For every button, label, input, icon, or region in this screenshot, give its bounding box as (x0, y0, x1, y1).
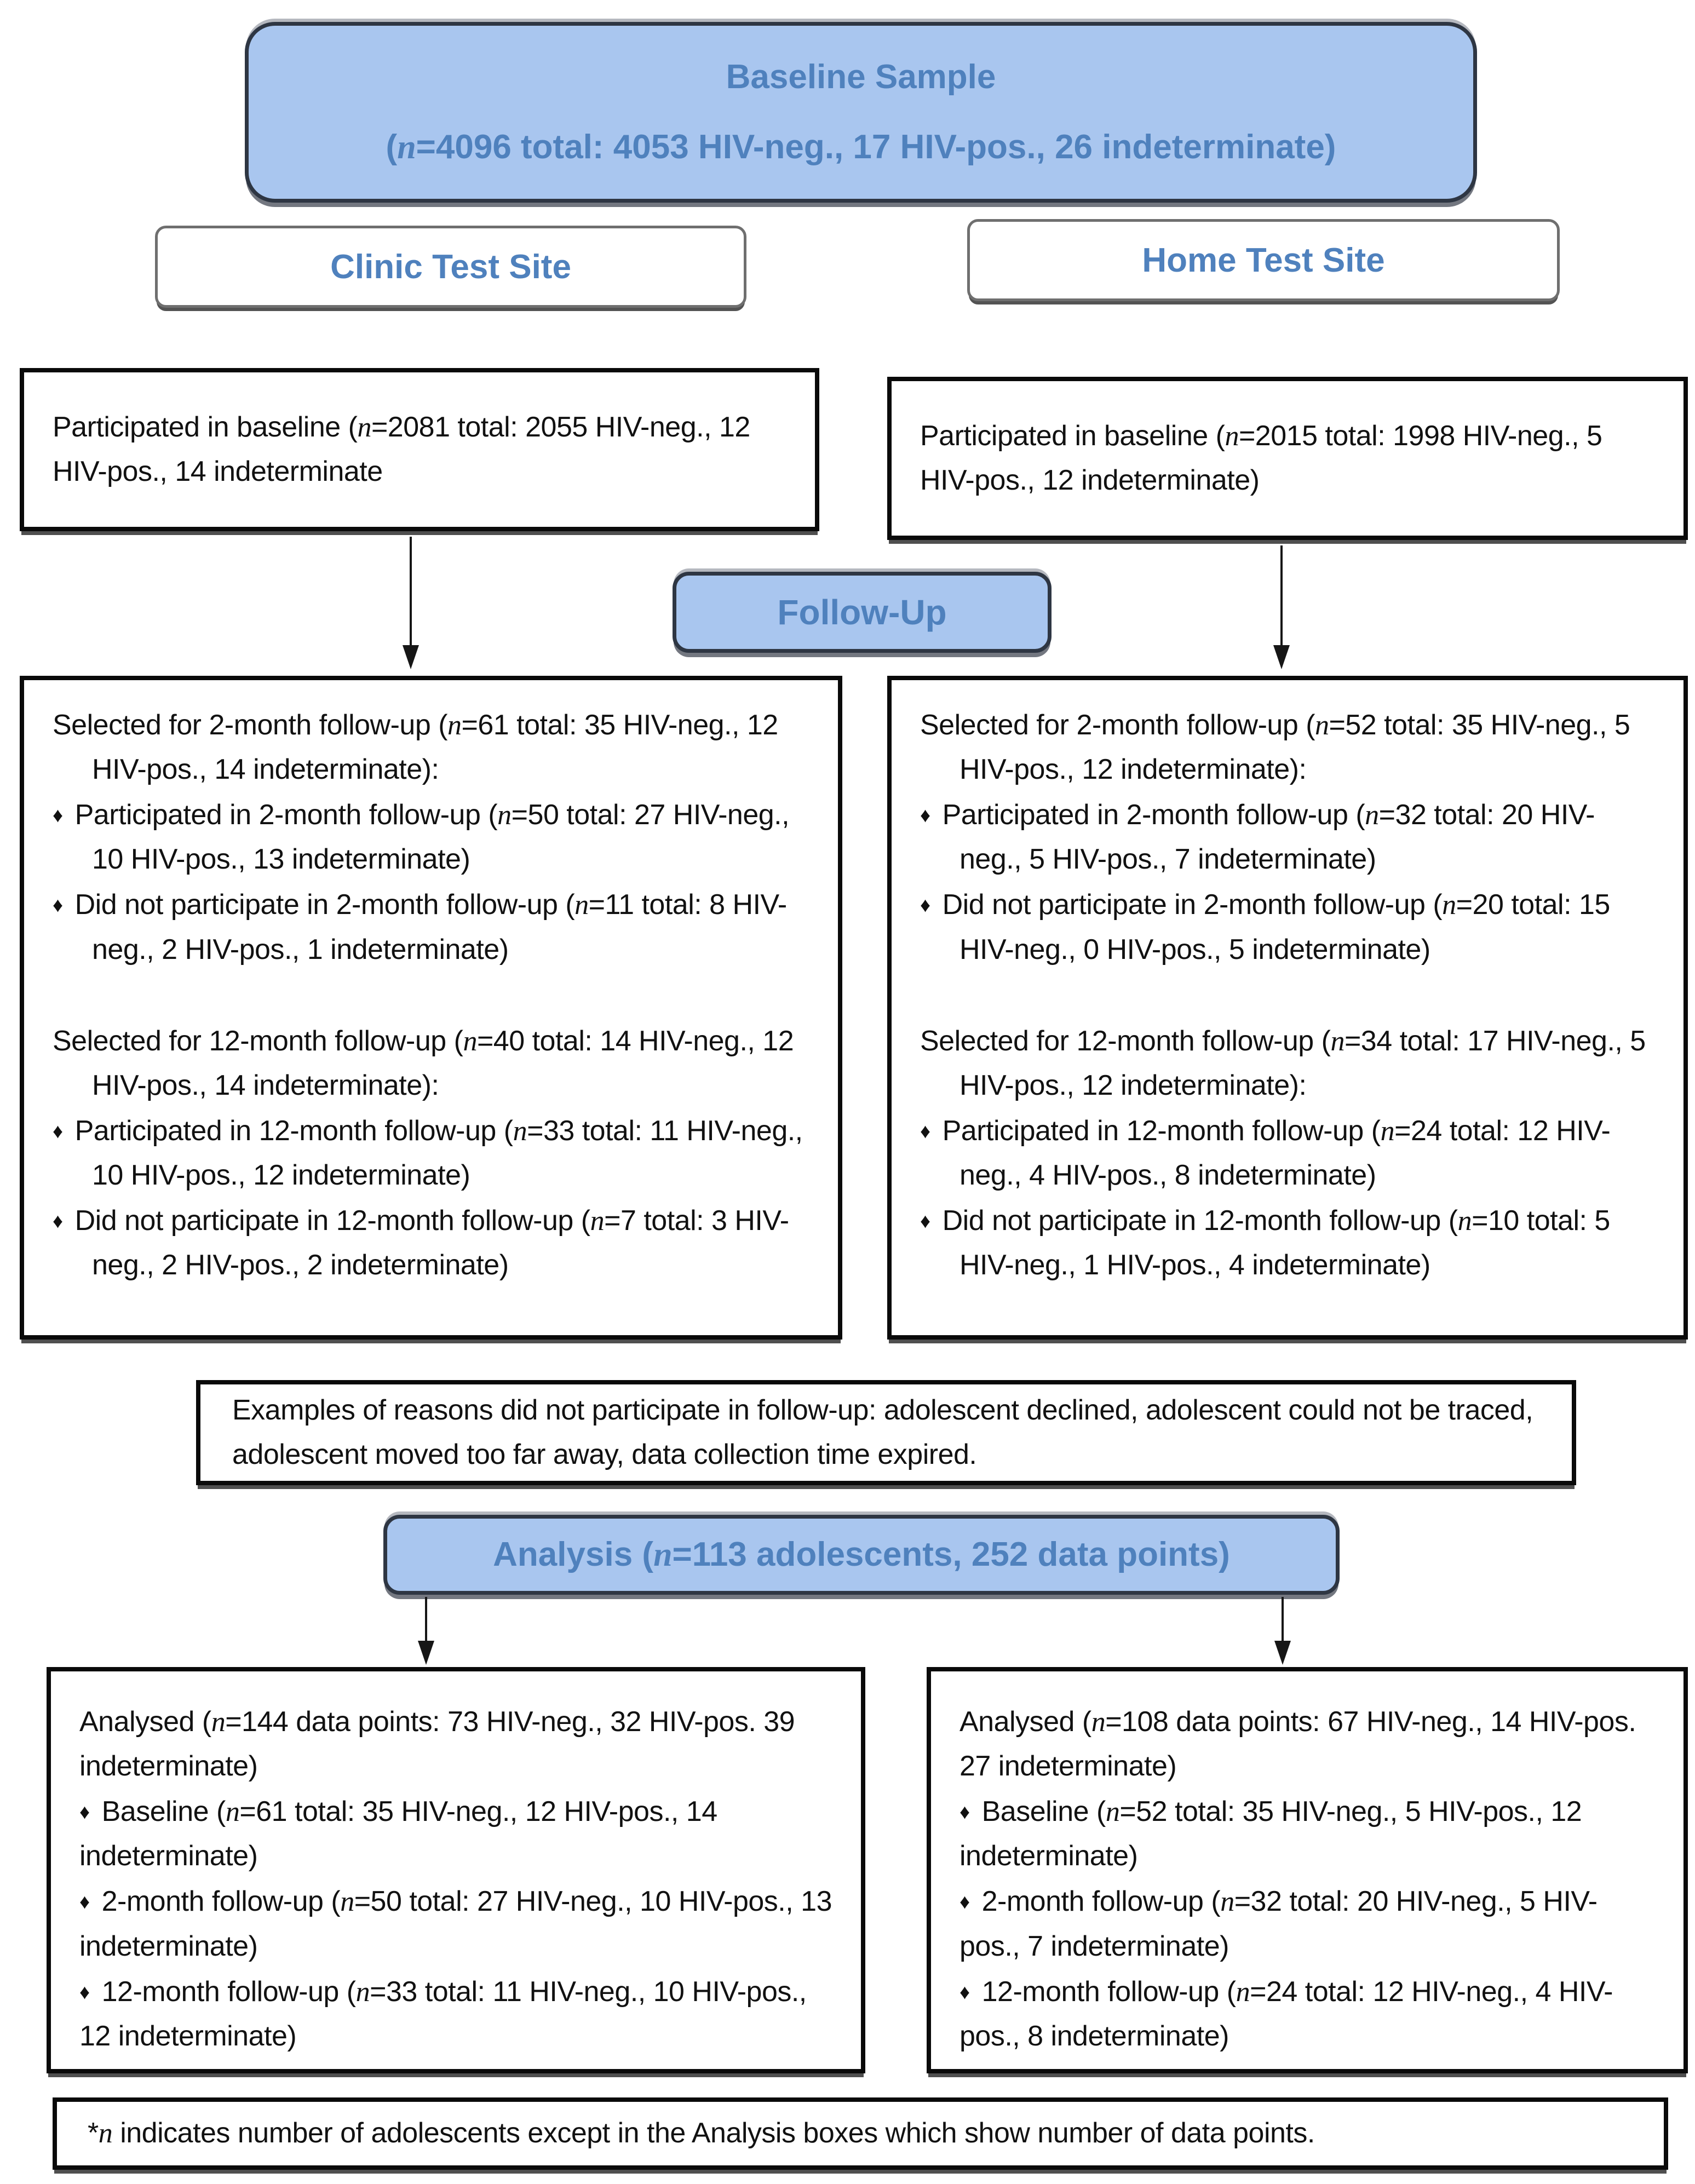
clinic-2month-group: Selected for 2-month follow-up (n=61 tot… (53, 703, 809, 972)
clinic-2month-not-participated: ♦Did not participate in 2-month follow-u… (53, 889, 787, 965)
home-analysis-box: Analysed (n=108 data points: 67 HIV-neg.… (927, 1667, 1688, 2073)
diamond-bullet-icon: ♦ (920, 1119, 930, 1142)
home-12month-participated: ♦Participated in 12-month follow-up (n=2… (920, 1114, 1611, 1191)
footnote-text: *n indicates number of adolescents excep… (88, 2117, 1315, 2149)
clinic-12month-not-participated: ♦Did not participate in 12-month follow-… (53, 1205, 789, 1281)
clinic-analysis-2month: ♦2-month follow-up (n=50 total: 27 HIV-n… (79, 1886, 832, 1962)
clinic-test-site-label: Clinic Test Site (330, 248, 571, 286)
arrow-analysis-to-home (1282, 1597, 1284, 1642)
arrow-home-to-followup (1280, 545, 1283, 646)
analysis-banner: Analysis (n=113 adolescents, 252 data po… (383, 1515, 1340, 1595)
home-2month-participated: ♦Participated in 2-month follow-up (n=32… (920, 799, 1595, 876)
reasons-note-text: Examples of reasons did not participate … (232, 1394, 1533, 1470)
baseline-sample-title: Baseline Sample (726, 58, 996, 96)
clinic-analysis-baseline: ♦Baseline (n=61 total: 35 HIV-neg., 12 H… (79, 1796, 717, 1872)
clinic-12month-lead: Selected for 12-month follow-up (n=40 to… (53, 1025, 794, 1101)
diamond-bullet-icon: ♦ (959, 1890, 970, 1913)
home-test-site-box: Home Test Site (967, 219, 1560, 301)
baseline-sample-subtitle: (n=4096 total: 4053 HIV-neg., 17 HIV-pos… (386, 128, 1336, 166)
clinic-test-site-box: Clinic Test Site (155, 226, 746, 308)
diamond-bullet-icon: ♦ (53, 1209, 63, 1233)
home-12month-group: Selected for 12-month follow-up (n=34 to… (920, 1019, 1655, 1288)
home-analysis-baseline: ♦Baseline (n=52 total: 35 HIV-neg., 5 HI… (959, 1796, 1582, 1872)
diamond-bullet-icon: ♦ (920, 893, 930, 917)
clinic-2month-lead: Selected for 2-month follow-up (n=61 tot… (53, 709, 778, 786)
home-2month-group: Selected for 2-month follow-up (n=52 tot… (920, 703, 1655, 972)
home-baseline-box: Participated in baseline (n=2015 total: … (887, 377, 1688, 540)
home-analysis-12month: ♦12-month follow-up (n=24 total: 12 HIV-… (959, 1975, 1613, 2052)
diamond-bullet-icon: ♦ (920, 803, 930, 827)
diamond-bullet-icon: ♦ (959, 1980, 970, 2003)
diamond-bullet-icon: ♦ (79, 1800, 90, 1824)
home-analysis-lead: Analysed (n=108 data points: 67 HIV-neg.… (959, 1706, 1636, 1783)
follow-up-banner-label: Follow-Up (777, 593, 947, 632)
home-followup-box: Selected for 2-month follow-up (n=52 tot… (887, 676, 1688, 1340)
clinic-12month-group: Selected for 12-month follow-up (n=40 to… (53, 1019, 809, 1288)
clinic-analysis-box: Analysed (n=144 data points: 73 HIV-neg.… (47, 1667, 865, 2073)
baseline-sample-box: Baseline Sample (n=4096 total: 4053 HIV-… (245, 22, 1477, 203)
clinic-followup-box: Selected for 2-month follow-up (n=61 tot… (20, 676, 842, 1340)
analysis-banner-label: Analysis (n=113 adolescents, 252 data po… (493, 1536, 1230, 1573)
clinic-analysis-12month: ♦12-month follow-up (n=33 total: 11 HIV-… (79, 1975, 807, 2052)
home-2month-not-participated: ♦Did not participate in 2-month follow-u… (920, 889, 1610, 965)
arrow-analysis-to-clinic (425, 1597, 427, 1642)
diamond-bullet-icon: ♦ (79, 1980, 90, 2003)
clinic-baseline-box: Participated in baseline (n=2081 total: … (20, 368, 819, 531)
home-test-site-label: Home Test Site (1142, 241, 1385, 279)
home-12month-lead: Selected for 12-month follow-up (n=34 to… (920, 1025, 1646, 1101)
diamond-bullet-icon: ♦ (53, 803, 63, 827)
home-12month-not-participated: ♦Did not participate in 12-month follow-… (920, 1205, 1610, 1281)
clinic-2month-participated: ♦Participated in 2-month follow-up (n=50… (53, 799, 790, 876)
home-baseline-text: Participated in baseline (n=2015 total: … (920, 419, 1602, 496)
clinic-analysis-lead: Analysed (n=144 data points: 73 HIV-neg.… (79, 1706, 795, 1783)
footnote-box: *n indicates number of adolescents excep… (53, 2097, 1668, 2170)
home-analysis-2month: ♦2-month follow-up (n=32 total: 20 HIV-n… (959, 1886, 1598, 1962)
home-2month-lead: Selected for 2-month follow-up (n=52 tot… (920, 709, 1630, 786)
arrow-clinic-to-followup (410, 537, 412, 646)
diamond-bullet-icon: ♦ (959, 1800, 970, 1824)
diamond-bullet-icon: ♦ (79, 1890, 90, 1913)
diamond-bullet-icon: ♦ (53, 1119, 63, 1142)
diamond-bullet-icon: ♦ (920, 1209, 930, 1233)
reasons-note-box: Examples of reasons did not participate … (196, 1380, 1576, 1485)
follow-up-banner: Follow-Up (673, 572, 1052, 653)
clinic-12month-participated: ♦Participated in 12-month follow-up (n=3… (53, 1114, 803, 1191)
clinic-baseline-text: Participated in baseline (n=2081 total: … (53, 411, 750, 487)
diamond-bullet-icon: ♦ (53, 893, 63, 917)
